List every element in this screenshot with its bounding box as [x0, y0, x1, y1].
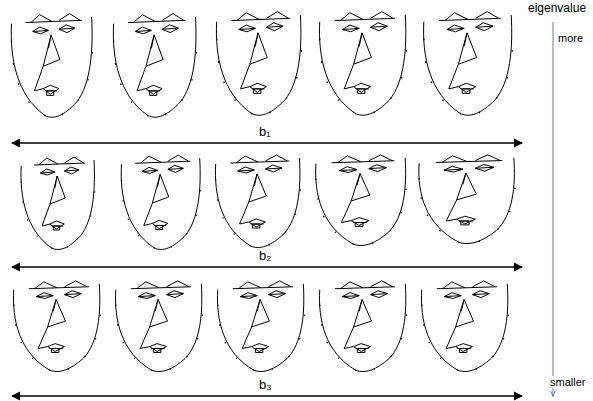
mode-label: b₁: [258, 125, 272, 139]
mode-arrow: [12, 142, 522, 143]
face-row: [11, 12, 513, 118]
mode-arrow: [12, 266, 522, 267]
mode-label: b₂: [258, 249, 272, 263]
face-row: [21, 155, 516, 250]
axis-end-label: smaller: [549, 376, 586, 388]
mode-arrow: [12, 395, 522, 396]
axis-title: eigenvalue: [527, 2, 587, 15]
axis-end-label: more: [557, 32, 584, 44]
eigenvalue-axis: [553, 22, 554, 396]
face-row: [13, 281, 509, 372]
mode-label: b₃: [258, 378, 273, 392]
